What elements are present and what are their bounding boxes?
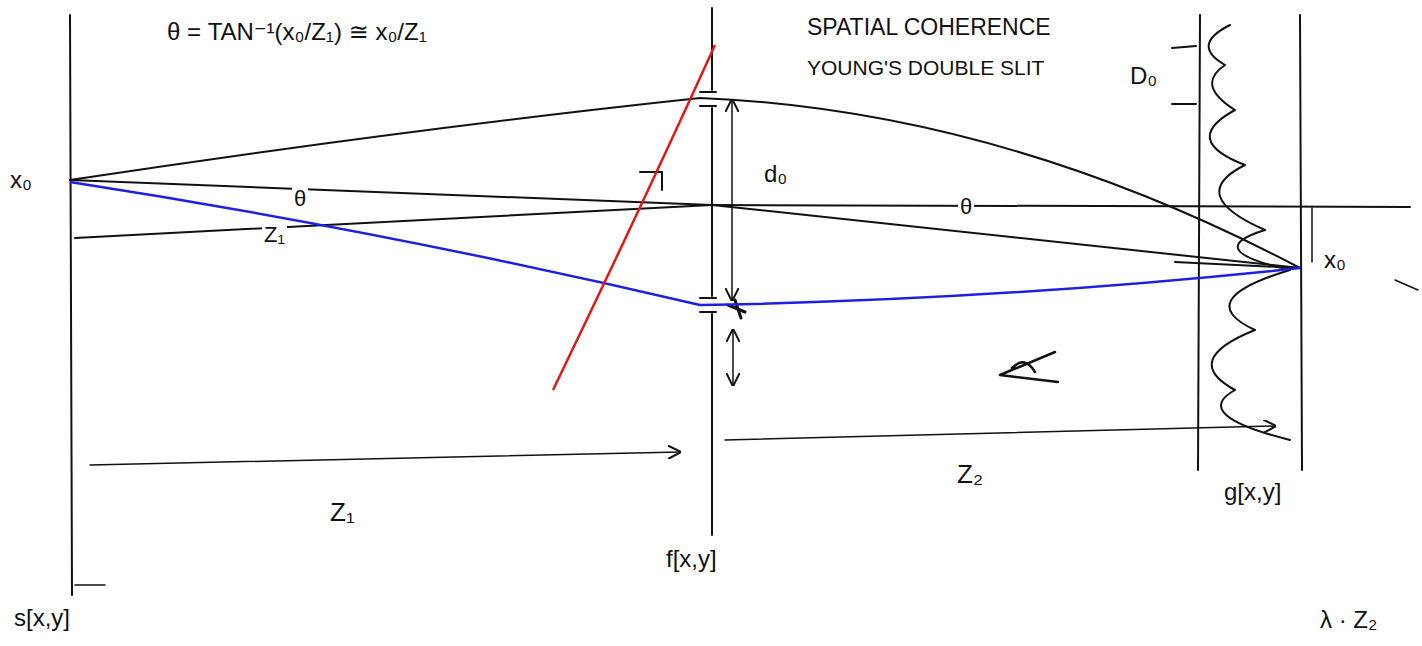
angle-label: θ	[292, 186, 308, 211]
period-ticks	[1172, 46, 1196, 104]
plane-label: s[x,y]	[12, 604, 72, 632]
formula: θ = TAN⁻¹(x₀/Z₁) ≅ x₀/Z₁	[165, 18, 429, 46]
slit-marks	[700, 92, 716, 312]
image-offset: x₀	[1322, 246, 1348, 274]
blue-ray	[70, 182, 1300, 305]
eye-symbol	[1000, 352, 1058, 382]
source-plane	[70, 15, 72, 595]
slit-scribble	[728, 300, 745, 318]
plane-label: g[x,y]	[1222, 478, 1283, 506]
fringe-pattern	[1209, 25, 1290, 440]
ray-upper	[70, 98, 1300, 268]
source-offset: x₀	[8, 166, 34, 194]
red-wavefront	[553, 45, 715, 390]
partial-mark	[1395, 280, 1418, 290]
title-text: SPATIAL COHERENCE	[805, 14, 1053, 40]
offset-tick	[1311, 208, 1313, 262]
axis-line	[75, 205, 712, 238]
slit-separation	[731, 100, 733, 300]
slit-separation-label: d₀	[762, 160, 789, 188]
fringe-period: D₀	[1128, 62, 1159, 90]
optical-axis	[712, 205, 1410, 207]
distance-label: Z₂	[955, 460, 985, 490]
screen-line	[1300, 15, 1302, 470]
slit-plane	[711, 8, 713, 535]
distance-label: Z₁	[262, 222, 287, 247]
screen-line	[1198, 15, 1200, 470]
ray-center	[70, 180, 1300, 268]
distance-tick	[75, 584, 105, 586]
plane-label: f[x,y]	[664, 545, 719, 573]
distance-arrow	[725, 426, 1275, 440]
distance-arrow	[90, 452, 680, 465]
ray-end	[1175, 262, 1300, 268]
formula-fragment: λ · Z₂	[1318, 606, 1379, 634]
distance-label: Z₁	[328, 498, 357, 528]
angle-label: θ	[958, 194, 974, 219]
slit-width-arrow	[732, 330, 734, 385]
subtitle-text: YOUNG'S DOUBLE SLIT	[805, 56, 1046, 80]
